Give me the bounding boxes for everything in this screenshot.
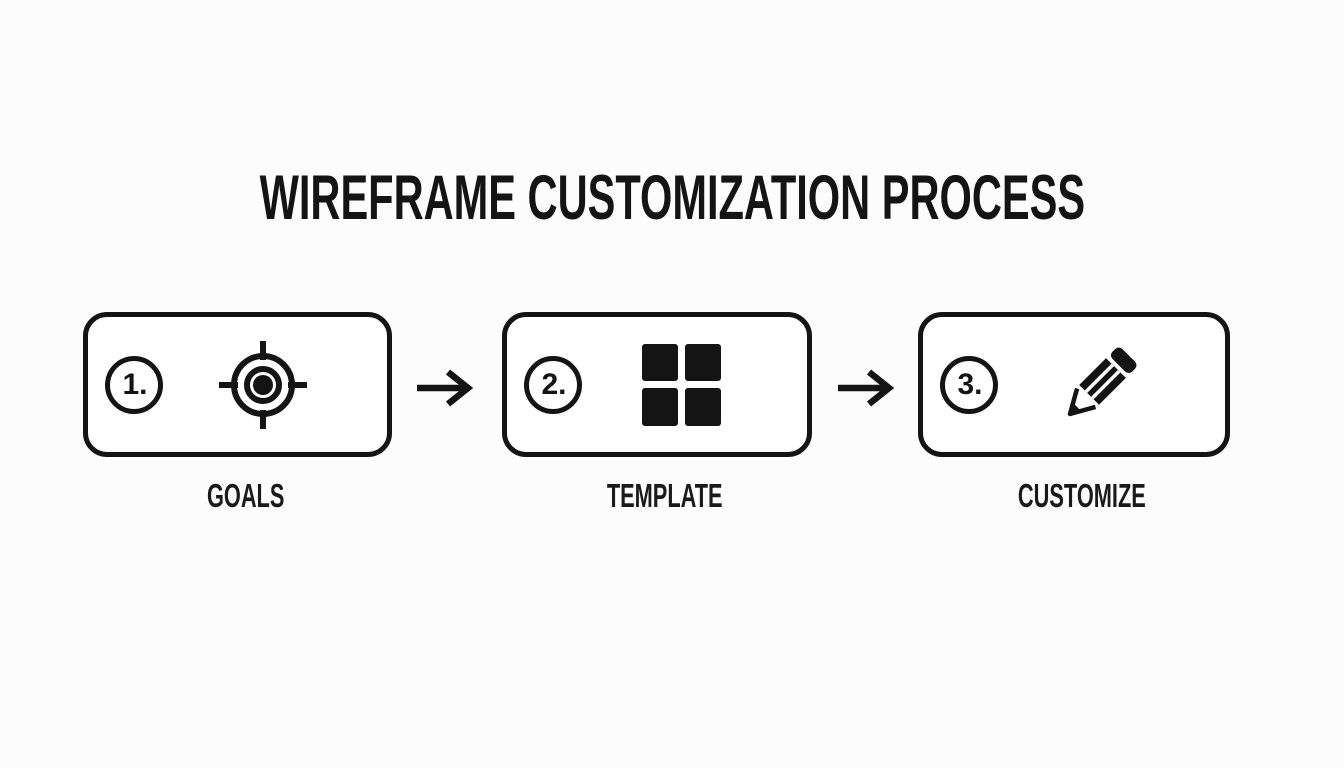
step-number-badge-1: 1.	[105, 355, 163, 414]
step-label-goals: GOALS	[206, 477, 285, 514]
step-number-1: 1.	[122, 367, 148, 401]
flow-arrow-1	[415, 366, 475, 410]
pencil-icon	[998, 337, 1200, 433]
step-box-goals: 1.	[83, 312, 392, 457]
step-number-3: 3.	[957, 367, 983, 401]
flow-arrow-2	[836, 366, 896, 410]
right-arrow-icon	[838, 369, 895, 407]
target-icon	[163, 340, 362, 430]
step-label-template: TEMPLATE	[607, 477, 723, 514]
page-title-text: WIREFRAME CUSTOMIZATION PROCESS	[259, 163, 1085, 233]
step-number-2: 2.	[541, 367, 567, 401]
step-box-customize: 3.	[918, 312, 1230, 457]
step-number-badge-3: 3.	[940, 355, 998, 414]
grid-icon	[582, 343, 782, 426]
step-label-customize: CUSTOMIZE	[1018, 477, 1146, 514]
step-number-badge-2: 2.	[524, 355, 582, 414]
step-box-template: 2.	[502, 312, 812, 457]
page-title: WIREFRAME CUSTOMIZATION PROCESS	[0, 167, 1344, 230]
right-arrow-icon	[417, 369, 474, 407]
